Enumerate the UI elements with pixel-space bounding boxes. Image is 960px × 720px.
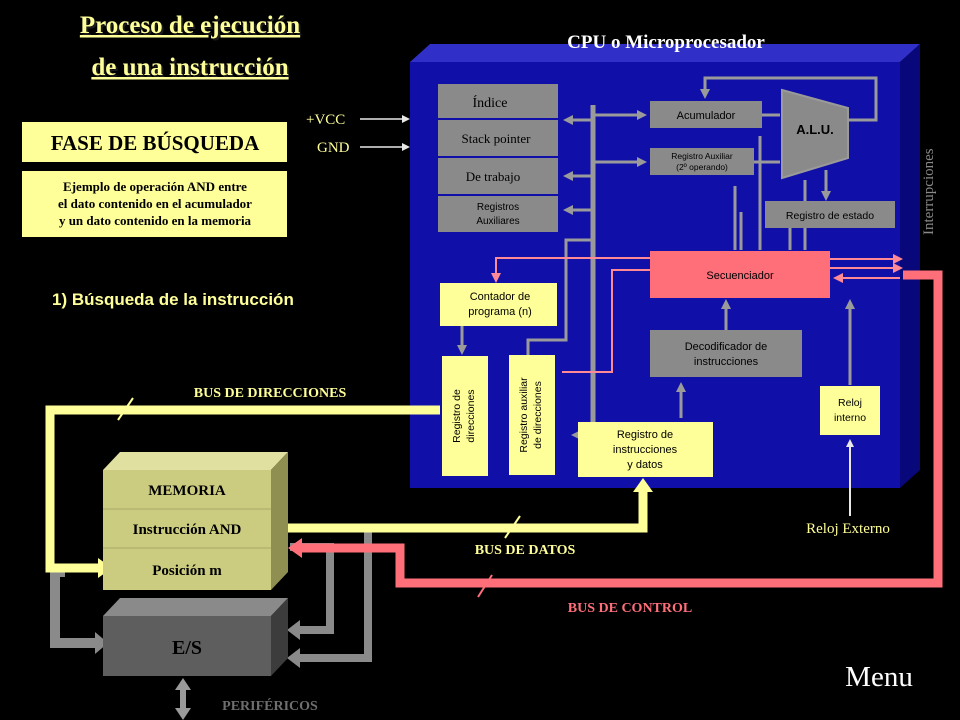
memoria-front-face [103,470,271,590]
gray-bus-left [50,567,97,648]
phase-label: FASE DE BÚSQUEDA [51,131,260,155]
interrupciones-label: Interrupciones [921,148,937,235]
contador-label-1: Contador de [470,291,531,303]
registro-auxiliar-box [650,148,754,175]
registro-estado-label: Registro de estado [786,210,874,222]
registro-auxiliar-label-1: Registro Auxiliar [671,151,733,161]
cpu-top-face [410,44,920,62]
bus-datos-arrow [633,478,653,492]
bus-control-arrow [288,538,302,558]
trabajo-register [438,158,558,194]
bus-direcciones-tick [117,397,134,421]
reloj-interno-box [820,386,880,435]
decodificador-label-1: Decodificador de [685,341,768,353]
bus-datos-label: BUS DE DATOS [475,543,576,558]
phase-box [22,122,287,162]
bus-direcciones [45,405,440,573]
registro-direcciones-box [442,356,488,476]
es-front-face [103,616,271,676]
title-shadow-1: Proceso de ejecución [82,14,302,41]
auxiliares-register [438,196,558,232]
decodificador-box [650,330,802,377]
example-line-3: y un dato contenido en la memoria [59,213,252,228]
registro-instrucciones-box [578,422,713,477]
indice-label: Índice [473,94,508,111]
es-side-face [271,598,288,676]
reloj-interno-label-1: Reloj [838,397,862,409]
memoria-instruccion: Instrucción AND [133,522,242,538]
alu-block [781,88,849,180]
gray-bus-left-arrow [95,632,108,654]
decodificador-label-2: instrucciones [694,356,759,368]
memoria-top-face [103,452,288,470]
reloj-externo-label: Reloj Externo [806,521,890,537]
contador-programa-box [440,283,557,326]
registro-aux-direcciones-box [509,355,555,475]
title-shadow-2: de una instrucción [93,56,290,83]
stack-pointer-register [438,120,558,156]
registro-auxiliar-label-2: (2º operando) [676,162,728,172]
sec-to-pc [491,257,650,283]
perifericos-label: PERIFÉRICOS [222,697,318,714]
indice-register [438,84,558,118]
gnd-label: GND [317,140,350,156]
vcc-label: +VCC [306,112,345,128]
example-line-1: Ejemplo de operación AND entre [63,179,247,194]
reloj-interno-label-2: interno [834,412,866,424]
bus-datos [288,490,648,533]
registro-instrucciones-label-3: y datos [627,459,663,471]
step-label: 1) Búsqueda de la instrucción [52,290,294,309]
regauxdir-bus [526,238,593,355]
perifericos-arrow-up [175,678,191,690]
gray-bus-right-b-arrow [287,648,300,668]
alu-label: A.L.U. [796,122,834,137]
menu-link[interactable]: Menu [845,661,913,693]
cpu-title: CPU o Microprocesador [567,32,765,53]
gray-bus-right-a [290,543,334,634]
registro-estado-box [765,201,895,228]
page-title: Proceso de ejecución Proceso de ejecució… [80,12,302,83]
example-box [22,171,287,237]
stack-pointer-label: Stack pointer [462,131,532,146]
bus-datos-tick [504,515,521,539]
memoria-block [103,452,288,590]
auxiliares-label-1: Registros [477,202,519,213]
cpu-side-face [900,44,920,488]
auxiliares-label-2: Auxiliares [476,216,519,227]
secuenciador-label: Secuenciador [706,270,774,282]
registro-aux-direcciones-label-2: de direcciones [532,381,544,449]
bus-direcciones-label: BUS DE DIRECCIONES [194,386,347,401]
registro-direcciones-label-1: Registro de [451,389,463,443]
registro-instrucciones-label-2: instrucciones [613,444,678,456]
acumulador-box [650,101,762,128]
trabajo-label: De trabajo [466,169,521,184]
bus-control-tick [477,574,493,598]
es-top-face [103,598,288,616]
registro-aux-direcciones-label-1: Registro auxiliar [518,377,530,453]
memoria-posicion: Posición m [152,563,222,579]
registro-direcciones-label-2: direcciones [465,389,477,442]
sec-to-regauxdir [562,269,650,373]
registro-instrucciones-label-1: Registro de [617,429,673,441]
memoria-side-face [271,452,288,590]
bus-control [300,270,943,588]
example-line-2: el dato contenido en el acumulador [58,196,252,211]
perifericos-arrow-down [175,708,191,720]
acumulador-label: Acumulador [677,110,736,122]
secuenciador-box [650,251,830,298]
title-line-1: Proceso de ejecución [80,12,300,39]
gray-bus-right-a-arrow [287,620,300,640]
bus-control-label: BUS DE CONTROL [568,601,692,616]
memoria-title: MEMORIA [148,483,226,499]
es-block [103,598,288,676]
contador-label-2: programa (n) [468,306,532,318]
es-label: E/S [172,637,202,659]
alu-feedback [700,76,878,122]
title-line-2: de una instrucción [91,54,288,81]
